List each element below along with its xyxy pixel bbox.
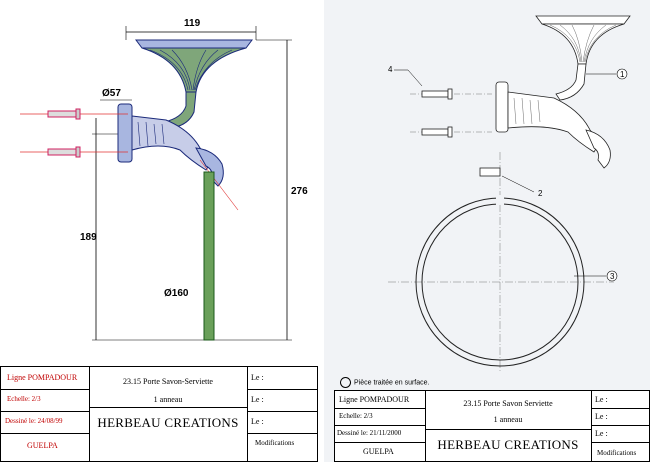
screw-bottom: [20, 146, 128, 158]
dim-label-height: 276: [291, 186, 308, 197]
right-tb-dessine: Dessiné le: 21/11/2000: [337, 429, 402, 437]
wall-plate-outline: [495, 81, 509, 133]
right-title-block: Ligne POMPADOUR Echelle: 2/3 Dessiné le:…: [334, 390, 650, 462]
right-tb-le2: Le :: [595, 412, 608, 421]
callout-4: 4: [388, 65, 393, 74]
dragon-head-outline: [585, 129, 611, 169]
washer: [479, 167, 501, 177]
surface-note: Pièce traitée en surface.: [340, 377, 430, 388]
left-tb-ligne: Ligne POMPADOUR: [7, 373, 78, 382]
right-technical-drawing: 4 1 2 3: [388, 15, 631, 372]
right-tb-author: GUELPA: [363, 447, 394, 456]
dim-label-base: Ø57: [102, 88, 121, 99]
callout-3: 3: [610, 272, 615, 281]
right-tb-ligne: Ligne POMPADOUR: [339, 395, 410, 404]
screw-top-outline: [410, 88, 492, 100]
circle-icon: [340, 377, 351, 388]
screw-top: [20, 108, 128, 120]
right-tb-company: HERBEAU CREATIONS: [437, 437, 579, 452]
right-tb-le3: Le :: [595, 429, 608, 438]
callout-2: 2: [538, 189, 543, 198]
dim-label-ring: Ø160: [164, 288, 189, 299]
left-tb-le2: Le :: [251, 395, 264, 404]
wall-plate: [117, 103, 133, 163]
left-drawing-sheet: 119 276 189 Ø57: [0, 0, 318, 462]
left-tb-le1: Le :: [251, 373, 264, 382]
surface-note-text: Pièce traitée en surface.: [354, 379, 430, 387]
right-tb-modifications: Modifications: [597, 449, 637, 457]
left-tb-company: HERBEAU CREATIONS: [97, 415, 239, 430]
callout-1: 1: [620, 70, 625, 79]
left-tb-modifications: Modifications: [255, 439, 295, 447]
left-tb-author: GUELPA: [27, 441, 58, 450]
dim-label-rod: 189: [80, 232, 97, 243]
arm: [131, 115, 213, 171]
right-tb-variant: 1 anneau: [493, 415, 523, 424]
dim-label-width: 119: [184, 18, 201, 29]
left-tb-dessine: Dessiné le: 24/08/99: [5, 417, 63, 425]
dragon-head: [195, 147, 224, 187]
right-tb-product: 23.15 Porte Savon Serviette: [463, 399, 553, 408]
left-tb-echelle: Echelle: 2/3: [7, 395, 41, 403]
left-tb-le3: Le :: [251, 417, 264, 426]
left-title-block: Ligne POMPADOUR Echelle: 2/3 Dessiné le:…: [0, 366, 318, 462]
ring-side-view: [203, 171, 215, 341]
towel-ring: [415, 195, 585, 367]
left-technical-drawing: 119 276 189 Ø57: [20, 18, 308, 341]
arm-outline: [507, 91, 601, 153]
screw-bottom-outline: [410, 126, 492, 138]
soap-cup: [135, 39, 253, 93]
left-tb-variant: 1 anneau: [153, 395, 183, 404]
right-tb-echelle: Echelle: 2/3: [339, 412, 373, 420]
right-drawing-sheet: 4 1 2 3 Pièce traitée en surface.: [324, 0, 650, 462]
soap-cup-outline: [535, 15, 631, 65]
left-tb-product: 23.15 Porte Savon-Serviette: [123, 377, 213, 386]
right-tb-le1: Le :: [595, 395, 608, 404]
